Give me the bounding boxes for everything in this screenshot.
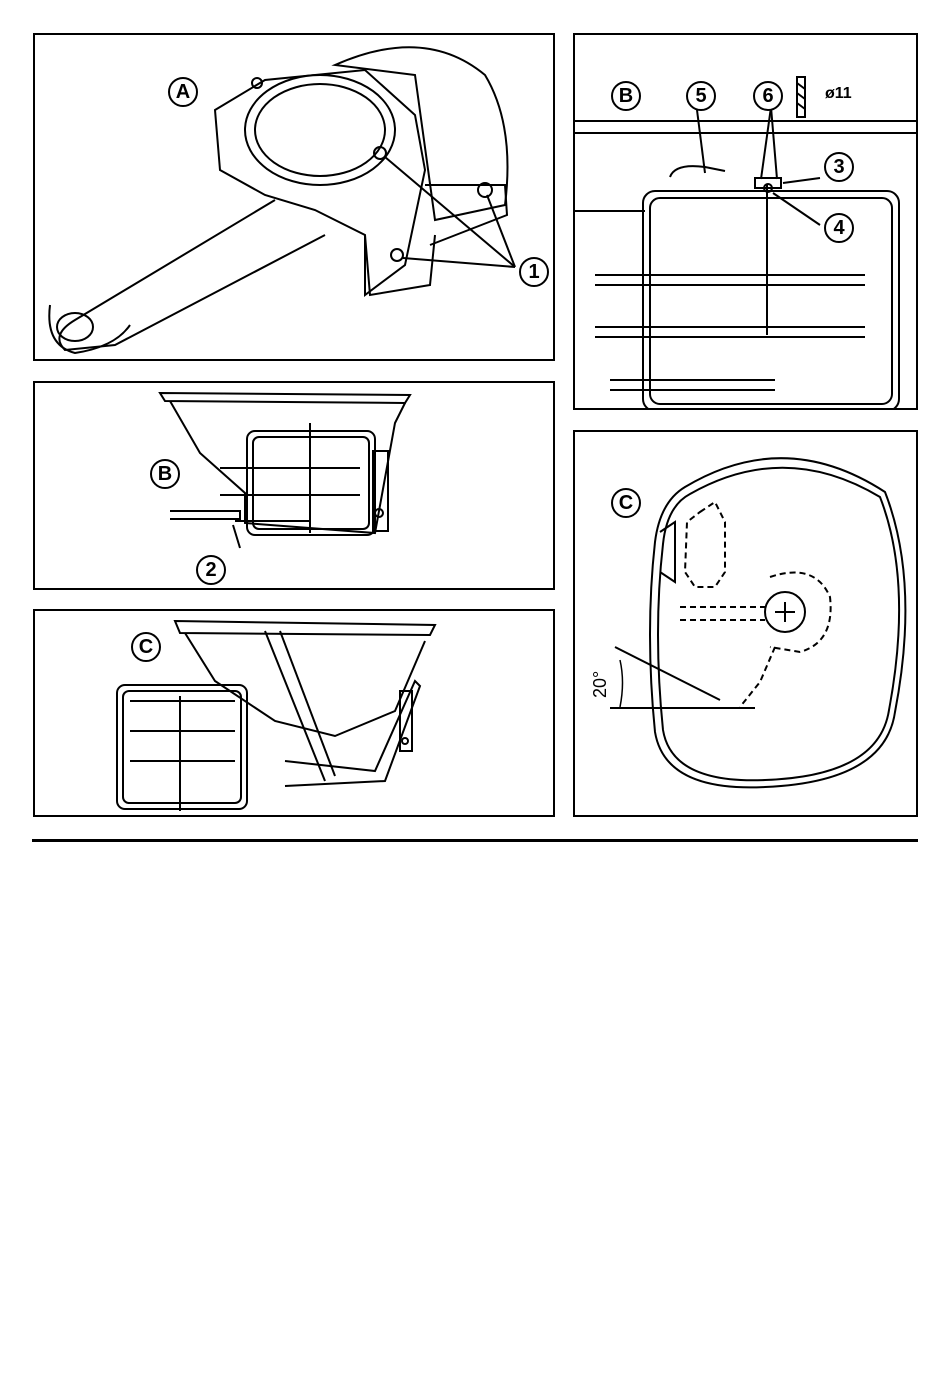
page-rule	[32, 839, 918, 842]
hopper-side-view-b	[35, 383, 555, 590]
panel-a-letter: A	[168, 77, 198, 107]
panel-c-large-letter: C	[611, 488, 641, 518]
panel-b-large: B 5 6 3 4 ø11	[573, 33, 918, 410]
panel-a: A 1	[33, 33, 555, 361]
panel-b-large-letter: B	[611, 81, 641, 111]
callout-1: 1	[519, 257, 549, 287]
callout-2: 2	[196, 555, 226, 585]
panel-b-small-letter: B	[150, 459, 180, 489]
callout-5: 5	[686, 81, 716, 111]
panel-c-small: C	[33, 609, 555, 817]
hopper-side-view-c	[35, 611, 555, 817]
callout-4: 4	[824, 213, 854, 243]
callout-6: 6	[753, 81, 783, 111]
panel-b-small: B 2	[33, 381, 555, 590]
spreader-hopper-drawing	[35, 35, 555, 361]
callout-3: 3	[824, 152, 854, 182]
angle-label: 20°	[590, 671, 611, 698]
panel-c-large: C 20°	[573, 430, 918, 817]
drill-diameter-label: ø11	[825, 85, 852, 103]
panel-c-small-letter: C	[131, 632, 161, 662]
